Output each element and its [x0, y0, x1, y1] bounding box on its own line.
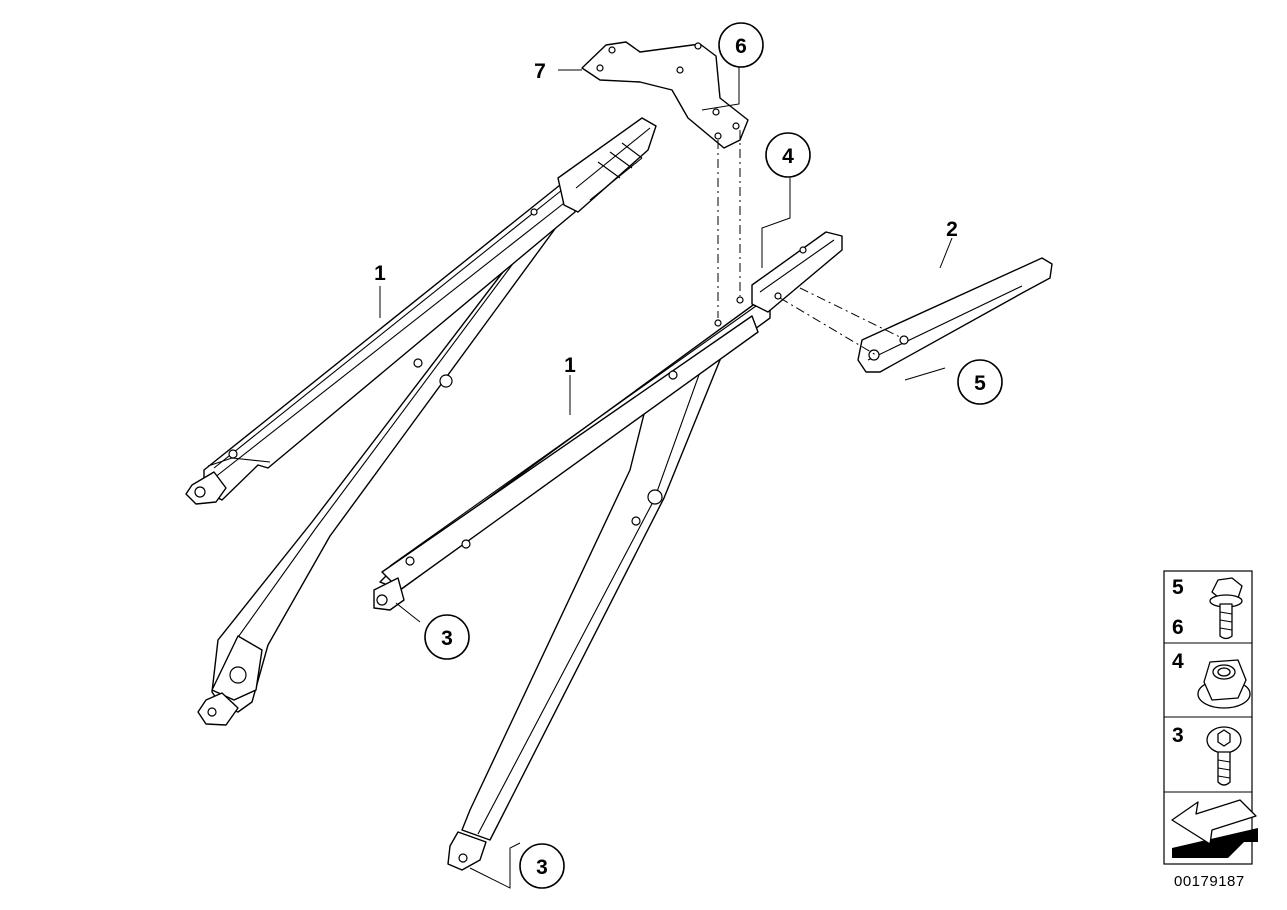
fastener-legend: 5 6 4 3	[1163, 570, 1258, 865]
svg-text:4: 4	[782, 145, 794, 168]
hex-flange-nut-icon	[1197, 659, 1251, 709]
document-number: 00179187	[1174, 873, 1245, 890]
direction-arrow-icon	[1171, 799, 1258, 858]
callout-bracket-right: 2	[946, 218, 958, 241]
callouts: 1 1 2 7 6 4 5 3 3	[374, 22, 1003, 889]
strut-assembly-left	[185, 117, 657, 726]
bracket-right	[857, 257, 1053, 373]
svg-text:5: 5	[974, 372, 986, 395]
leader-lines	[379, 66, 953, 889]
callout-mount-plate: 7	[534, 60, 546, 83]
legend-label-3: 3	[1172, 724, 1184, 747]
callout-nut: 4	[765, 132, 811, 178]
svg-text:3: 3	[441, 627, 453, 650]
legend-label-6: 6	[1172, 616, 1184, 639]
callout-strut-center: 1	[564, 354, 576, 377]
callout-strut-left: 1	[374, 262, 386, 285]
callout-bolt-bottom: 3	[519, 843, 565, 889]
mount-plate	[581, 41, 749, 149]
callout-bolt-bracket: 5	[957, 359, 1003, 405]
hex-flange-bolt-icon	[1209, 577, 1243, 640]
socket-head-bolt-icon	[1206, 726, 1242, 786]
strut-assembly-center	[373, 231, 843, 871]
svg-text:3: 3	[536, 856, 548, 879]
legend-label-4: 4	[1172, 650, 1184, 673]
callout-bolt-plate: 6	[718, 22, 764, 68]
svg-text:6: 6	[735, 35, 747, 58]
callout-bolt-center: 3	[424, 614, 470, 660]
legend-label-5: 5	[1172, 576, 1184, 599]
